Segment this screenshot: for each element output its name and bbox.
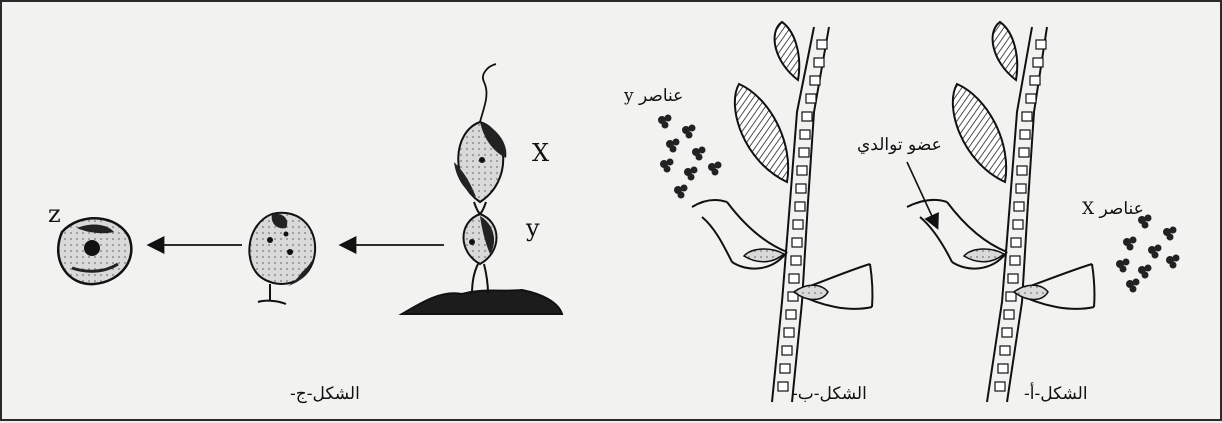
figure-a-drawing bbox=[906, 20, 1180, 403]
figure-a-organ-arrow bbox=[906, 161, 939, 230]
figure-b-elements-label: عناصر y bbox=[624, 86, 684, 106]
figure-c-z-label: z bbox=[48, 200, 61, 228]
figure-c-x-label: X bbox=[532, 139, 550, 167]
figure-c-germinating-spore bbox=[248, 211, 317, 285]
figure-b-organ-label: عضو توالدي bbox=[857, 135, 942, 155]
figure-a-elements bbox=[1116, 214, 1180, 293]
figure-b-side-leaf bbox=[733, 82, 790, 184]
figure-a-elements-label: عناصر X bbox=[1082, 199, 1144, 219]
figure-a-top-leaf bbox=[991, 20, 1019, 82]
figure-b-top-leaf bbox=[773, 20, 801, 82]
figure-c-substrate bbox=[398, 288, 564, 315]
figure-a-upper-cup bbox=[906, 198, 1008, 270]
figure-b-caption: الشكل-ب- bbox=[792, 384, 867, 404]
figure-b-drawing bbox=[658, 20, 874, 403]
figure-a-side-leaf bbox=[951, 82, 1008, 184]
figure-a-stalk bbox=[986, 26, 1048, 403]
figure-b-upper-cup bbox=[691, 198, 788, 270]
figure-b-elements bbox=[658, 114, 722, 199]
figure-b-stalk bbox=[771, 26, 830, 403]
figure-c-drawing bbox=[56, 63, 564, 315]
figure-c-y-label: y bbox=[526, 214, 540, 242]
figure-a-caption: الشكل-أ- bbox=[1024, 384, 1088, 404]
figure-c-caption: الشكل-ج- bbox=[290, 384, 360, 404]
